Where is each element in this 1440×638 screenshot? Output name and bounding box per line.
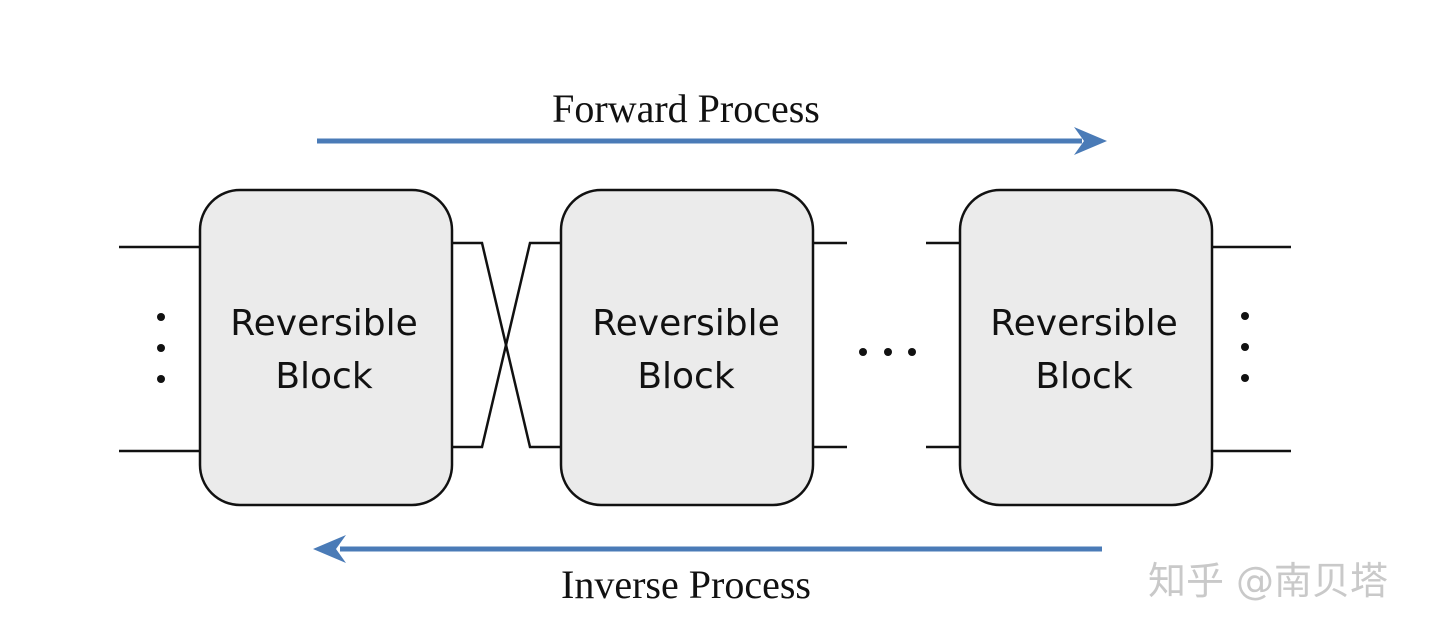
- right-vertical-dots: [1241, 312, 1249, 382]
- block-3-label-line2: Block: [1035, 356, 1133, 397]
- block-1-label-line2: Block: [275, 356, 373, 397]
- inverse-process-label: Inverse Process: [561, 562, 811, 607]
- reversible-block-3: Reversible Block: [958, 188, 1214, 507]
- reversible-block-1: Reversible Block: [198, 188, 454, 507]
- inverse-arrow: [313, 535, 1102, 563]
- watermark-text: 知乎 @南贝塔: [1148, 559, 1388, 603]
- reversible-block-2: Reversible Block: [559, 188, 815, 507]
- horizontal-ellipsis: [859, 348, 916, 356]
- forward-arrow: [317, 127, 1107, 155]
- block-1-label-line1: Reversible: [230, 303, 418, 344]
- crossing-connectors: [452, 241, 561, 449]
- left-vertical-dots: [157, 313, 165, 383]
- block-2-label-line1: Reversible: [592, 303, 780, 344]
- block-2-label-line2: Block: [637, 356, 735, 397]
- block-3-label-line1: Reversible: [990, 303, 1178, 344]
- forward-process-label: Forward Process: [552, 86, 820, 131]
